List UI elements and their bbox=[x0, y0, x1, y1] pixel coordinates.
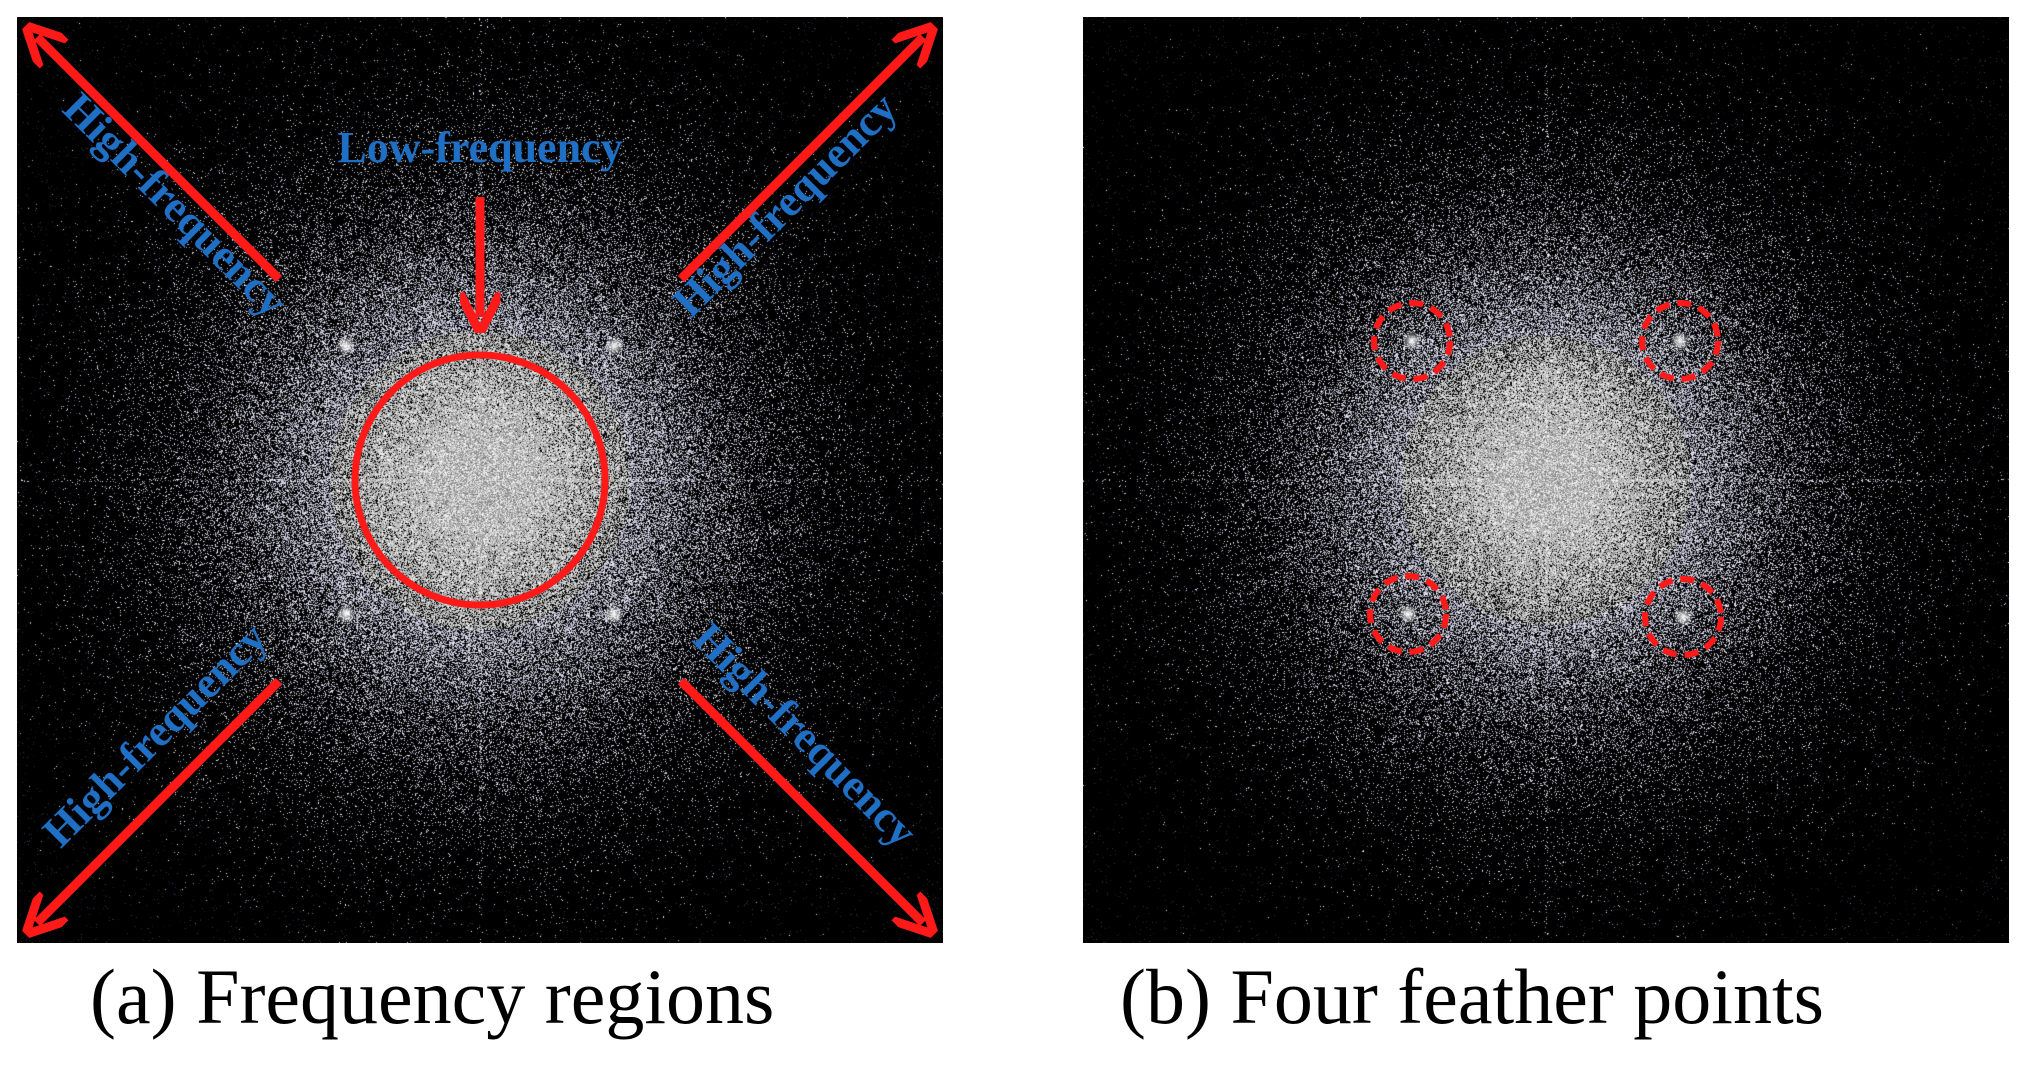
feather-point-circle-bottom-right bbox=[1642, 576, 1724, 658]
feather-point-circle-top-right bbox=[1639, 300, 1721, 382]
low-frequency-circle bbox=[351, 351, 609, 609]
feather-point-circle-top-left bbox=[1371, 300, 1453, 382]
frequency-spectrum-image-b bbox=[1083, 17, 2009, 943]
low-frequency-label: Low-frequency bbox=[337, 123, 622, 172]
feather-point-circle-bottom-left bbox=[1367, 573, 1449, 655]
high-frequency-label-bottom-right: High-frequency bbox=[684, 613, 927, 856]
high-frequency-label-top-right: High-frequency bbox=[663, 83, 906, 326]
arrow-bottom-right bbox=[677, 677, 923, 923]
spectrum-panel-b bbox=[1083, 17, 2009, 943]
annotation-overlay-a: Low-frequency High-frequency High-freque… bbox=[17, 17, 943, 943]
arrow-top-right bbox=[677, 37, 923, 283]
caption-frequency-regions: (a) Frequency regions bbox=[90, 953, 775, 1040]
spectrum-panel-a: Low-frequency High-frequency High-freque… bbox=[17, 17, 943, 943]
high-frequency-label-top-left: High-frequency bbox=[54, 83, 297, 326]
caption-four-feather-points: (b) Four feather points bbox=[1120, 953, 1824, 1040]
arrow-bottom-left bbox=[37, 677, 283, 923]
annotation-overlay-b bbox=[1367, 300, 1724, 658]
arrow-top-left bbox=[37, 37, 283, 283]
high-frequency-label-bottom-left: High-frequency bbox=[33, 613, 276, 856]
